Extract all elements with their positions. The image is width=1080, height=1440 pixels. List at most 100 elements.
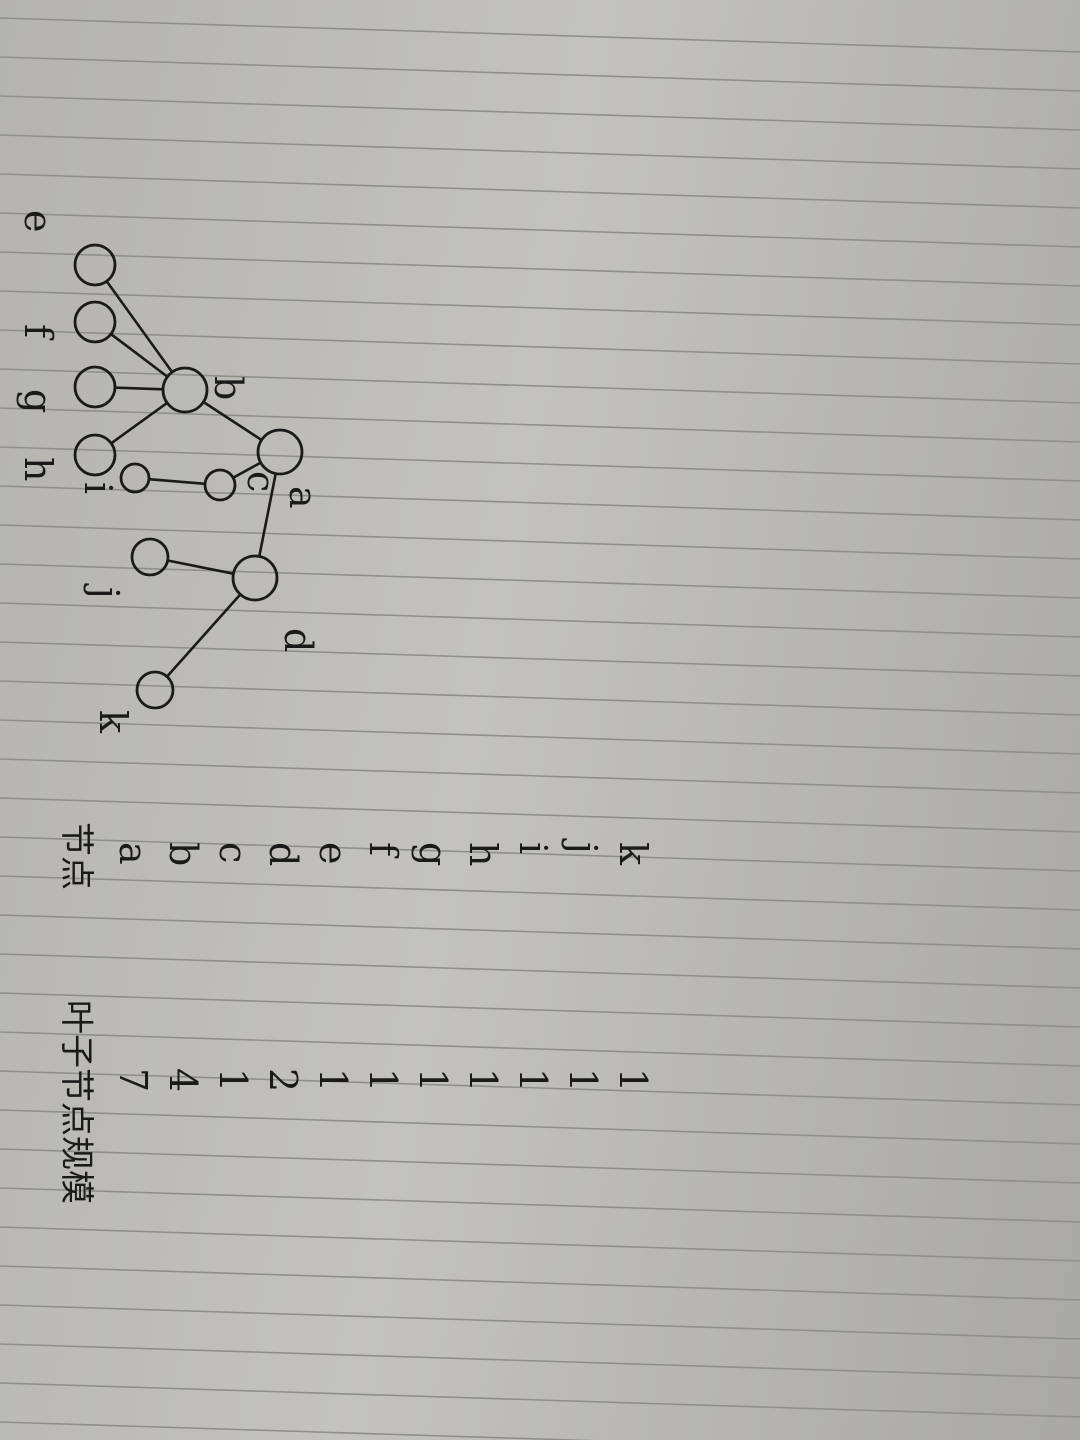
ruled-line (0, 446, 1080, 482)
table-cell-leaves: 1 (211, 1068, 255, 1092)
ruled-line (0, 17, 1080, 53)
tree-node-label-e: e (16, 210, 60, 233)
ruled-line (0, 524, 1080, 560)
table-cell-node: b (161, 842, 205, 866)
ruled-line (0, 407, 1080, 443)
ruled-line (0, 836, 1080, 872)
ruled-line (0, 368, 1080, 404)
tree-node-label-i: i (76, 482, 120, 494)
ruled-line (0, 290, 1080, 326)
ruled-line (0, 134, 1080, 170)
table-cell-leaves: 1 (561, 1068, 605, 1092)
table-row: i1 (511, 842, 555, 1092)
table-cell-leaves: 4 (161, 1068, 205, 1092)
tree-node-c (203, 468, 237, 502)
tree-node-a (256, 428, 304, 476)
tree-edge-a-d (257, 472, 278, 558)
table-row: c1 (211, 842, 255, 1092)
table-cell-node: j (561, 838, 605, 854)
ruled-line (0, 719, 1080, 755)
tree-edge-a-b (202, 400, 263, 442)
table-cell-node: c (211, 842, 255, 863)
tree-node-h (73, 433, 117, 477)
tree-node-label-f: f (16, 324, 60, 341)
ruled-line (0, 641, 1080, 677)
ruled-line (0, 1148, 1080, 1184)
tree-node-g (73, 365, 117, 409)
tree-node-e (73, 243, 117, 287)
ruled-line (0, 1265, 1080, 1301)
table-row: h1 (461, 842, 505, 1092)
table-row: g1 (411, 842, 455, 1092)
ruled-line (0, 1382, 1080, 1418)
tree-node-label-g: g (16, 389, 60, 413)
ruled-line (0, 953, 1080, 989)
ruled-line (0, 602, 1080, 638)
tree-node-label-d: d (276, 628, 320, 652)
tree-edge-a-c (231, 461, 263, 480)
ruled-line (0, 251, 1080, 287)
table-cell-leaves: 1 (411, 1068, 455, 1092)
table-cell-leaves: 7 (111, 1068, 155, 1092)
ruled-line (0, 1343, 1080, 1379)
tree-edge-d-j (166, 559, 235, 575)
ruled-line (0, 797, 1080, 833)
tree-node-label-a: a (281, 486, 325, 509)
ruled-line (0, 914, 1080, 950)
ruled-lines (0, 17, 1080, 1440)
ruled-line (0, 56, 1080, 92)
table-cell-node: i (511, 842, 555, 854)
table-row: b4 (161, 842, 205, 1092)
tree-node-label-j: j (83, 583, 127, 599)
tree-node-label-h: h (16, 457, 60, 481)
tree-edge-d-k (165, 593, 242, 678)
table-row: f1 (361, 842, 405, 1092)
table-row: a7 (111, 842, 155, 1092)
table-cell-leaves: 2 (261, 1068, 305, 1092)
table-cell-node: k (611, 842, 655, 866)
table-cell-node: e (311, 842, 355, 865)
ruled-line (0, 680, 1080, 716)
table-cell-node: d (261, 842, 305, 866)
table-header-leaves: 叶子节点规模 (56, 1000, 96, 1204)
table-cell-leaves: 1 (361, 1068, 405, 1092)
ruled-line (0, 992, 1080, 1028)
table-row: k1 (611, 842, 655, 1092)
ruled-line (0, 329, 1080, 365)
table-header-node: 节点 (56, 822, 96, 890)
tree-edge-b-h (109, 401, 169, 445)
ruled-line (0, 1421, 598, 1440)
table-cell-node: h (461, 842, 505, 866)
tree-node-d (231, 554, 279, 602)
tree-edge-b-e (105, 279, 174, 374)
ruled-line (0, 1109, 1080, 1145)
ruled-line (0, 1187, 1080, 1223)
table-cell-leaves: 1 (611, 1068, 655, 1092)
tree-node-label-c: c (239, 471, 283, 492)
table-cell-node: a (111, 842, 155, 865)
ruled-line (0, 1031, 1080, 1067)
table-cell-leaves: 1 (311, 1068, 355, 1092)
ruled-line (0, 212, 1080, 248)
tree-node-b (161, 366, 209, 414)
ruled-line (0, 1070, 1080, 1106)
table-cell-node: f (361, 842, 405, 859)
ruled-line (0, 875, 1080, 911)
ruled-line (0, 485, 1080, 521)
table-cell-leaves: 1 (511, 1068, 555, 1092)
tree-node-j (130, 537, 170, 577)
tree-node-label-b: b (206, 376, 250, 400)
table-row: e1 (311, 842, 355, 1092)
tree-edge-b-g (113, 386, 165, 391)
table-row: j1 (561, 838, 605, 1092)
ruled-line (0, 563, 1080, 599)
ruled-line (0, 1304, 1080, 1340)
table-cell-node: g (411, 842, 455, 866)
tree-edge-c-i (147, 477, 207, 486)
table-row: d2 (261, 842, 305, 1092)
